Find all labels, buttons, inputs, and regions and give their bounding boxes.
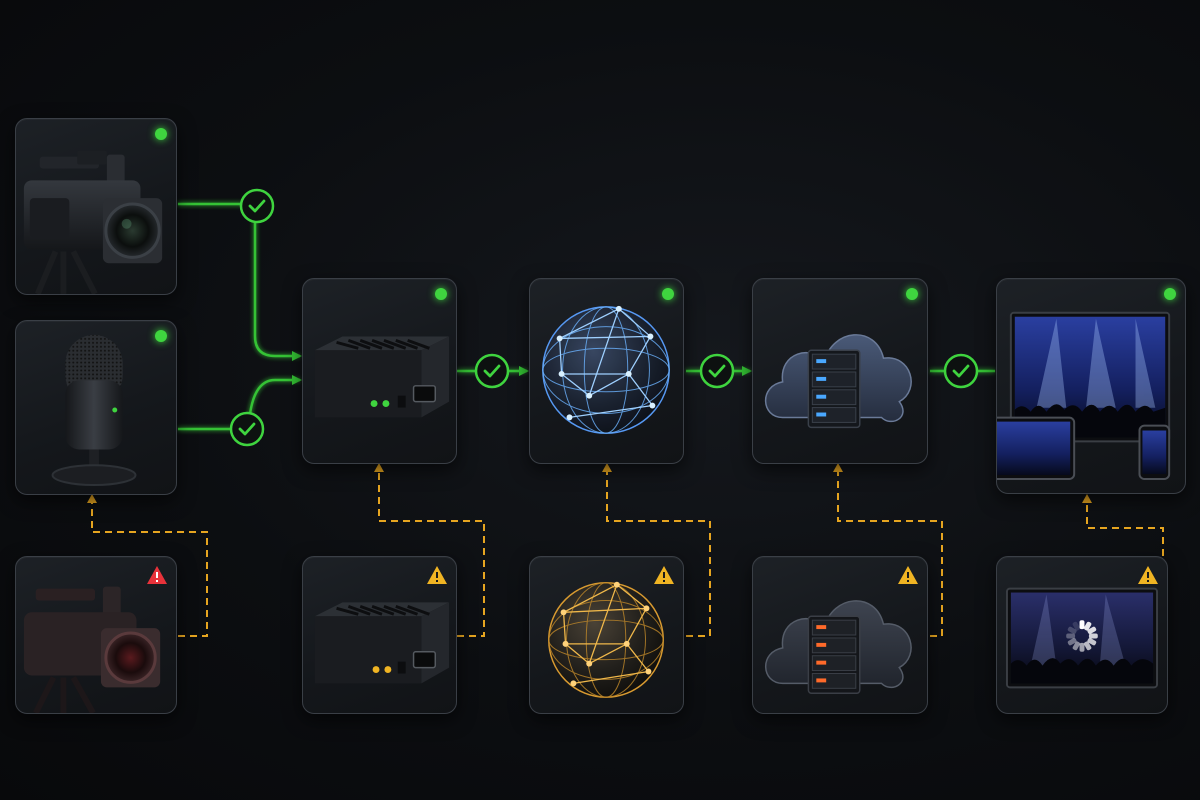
loading-spinner-icon bbox=[1066, 620, 1098, 652]
status-ok-indicator bbox=[435, 288, 447, 300]
warning-icon bbox=[1138, 566, 1158, 584]
cloud-server-node[interactable] bbox=[752, 278, 928, 464]
warning-icon bbox=[427, 566, 447, 584]
display-backup-node[interactable] bbox=[996, 556, 1168, 714]
cloud-server-backup-node[interactable] bbox=[752, 556, 928, 714]
encoder-backup-node[interactable] bbox=[302, 556, 457, 714]
status-ok-indicator bbox=[1164, 288, 1176, 300]
status-ok-indicator bbox=[155, 128, 167, 140]
cloud-server-icon bbox=[765, 600, 912, 694]
encoder-box-icon bbox=[314, 602, 450, 684]
status-ok-indicator bbox=[906, 288, 918, 300]
link-camera-encoder bbox=[178, 202, 300, 358]
backup-link-display bbox=[1086, 498, 1164, 556]
encoder-node[interactable] bbox=[302, 278, 457, 464]
video-camera-icon bbox=[23, 586, 161, 713]
camera-backup-node[interactable] bbox=[15, 556, 177, 714]
globe-network-icon bbox=[542, 305, 670, 434]
check-icon bbox=[943, 353, 979, 389]
microphone-node[interactable] bbox=[15, 320, 177, 495]
display-devices-icon bbox=[997, 311, 1171, 481]
status-ok-indicator bbox=[662, 288, 674, 300]
warning-icon bbox=[654, 566, 674, 584]
video-camera-icon bbox=[23, 150, 163, 294]
globe-network-icon bbox=[548, 581, 664, 698]
check-icon bbox=[699, 353, 735, 389]
check-icon bbox=[229, 411, 265, 447]
camera-node[interactable] bbox=[15, 118, 177, 295]
display-devices-node[interactable] bbox=[996, 278, 1186, 494]
backup-link-camera bbox=[91, 498, 208, 637]
cloud-server-icon bbox=[764, 334, 912, 429]
microphone-icon bbox=[51, 334, 137, 487]
check-icon bbox=[239, 188, 275, 224]
network-backup-node[interactable] bbox=[529, 556, 684, 714]
backup-link-network bbox=[606, 467, 711, 637]
error-warning-icon bbox=[147, 566, 167, 584]
network-node[interactable] bbox=[529, 278, 684, 464]
check-icon bbox=[474, 353, 510, 389]
backup-link-encoder bbox=[378, 467, 485, 637]
status-ok-indicator bbox=[155, 330, 167, 342]
check-markers bbox=[229, 188, 979, 447]
warning-icon bbox=[898, 566, 918, 584]
buffering-display-icon bbox=[1005, 587, 1159, 689]
backup-link-cloud bbox=[837, 467, 943, 637]
encoder-box-icon bbox=[314, 336, 450, 418]
